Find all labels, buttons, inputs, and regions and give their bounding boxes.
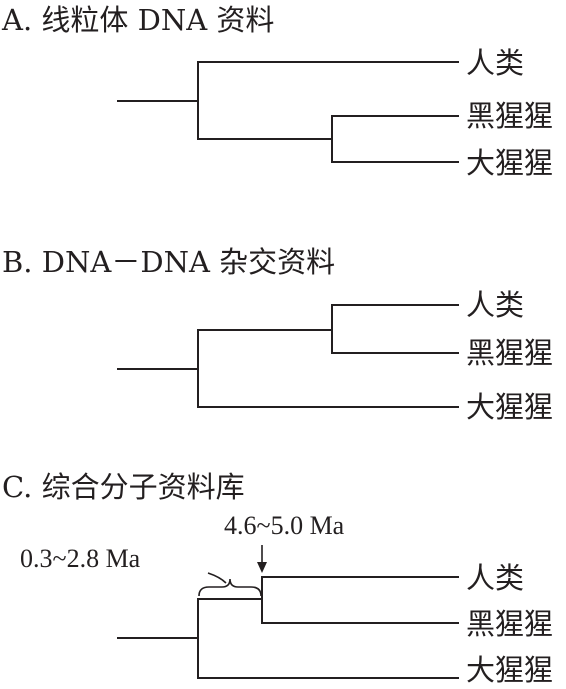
taxon-label: 黑猩猩 — [466, 607, 553, 641]
divergence-bracket — [198, 578, 262, 597]
panel-b: B. DNA－DNA 杂交资料 人类 黑猩猩 大猩猩 — [2, 245, 553, 424]
panel-b-title: B. DNA－DNA 杂交资料 — [2, 245, 335, 279]
panel-c-title: C. 综合分子资料库 — [2, 470, 245, 504]
taxon-label: 大猩猩 — [466, 146, 553, 180]
bracket-label: 0.3~2.8 Ma — [20, 544, 141, 573]
panel-b-tree — [117, 304, 459, 408]
taxon-label: 黑猩猩 — [466, 99, 553, 133]
panel-c-tree — [117, 576, 459, 679]
taxon-label: 人类 — [466, 288, 524, 322]
taxon-label: 人类 — [466, 46, 524, 80]
panel-a-tree — [117, 61, 459, 163]
panel-a-title: A. 线粒体 DNA 资料 — [1, 3, 274, 37]
taxon-label: 人类 — [466, 561, 524, 595]
taxon-label: 大猩猩 — [466, 390, 553, 424]
panel-c: C. 综合分子资料库 0.3~2.8 Ma 4.6~5.0 Ma 人类 黑猩猩 … — [2, 470, 553, 687]
taxon-label: 大猩猩 — [466, 653, 553, 687]
bracket-leader-line — [207, 572, 227, 584]
arrow-head — [257, 562, 267, 573]
arrow-label: 4.6~5.0 Ma — [224, 511, 345, 540]
panel-a: A. 线粒体 DNA 资料 人类 黑猩猩 大猩猩 — [1, 3, 553, 180]
taxon-label: 黑猩猩 — [466, 336, 553, 370]
